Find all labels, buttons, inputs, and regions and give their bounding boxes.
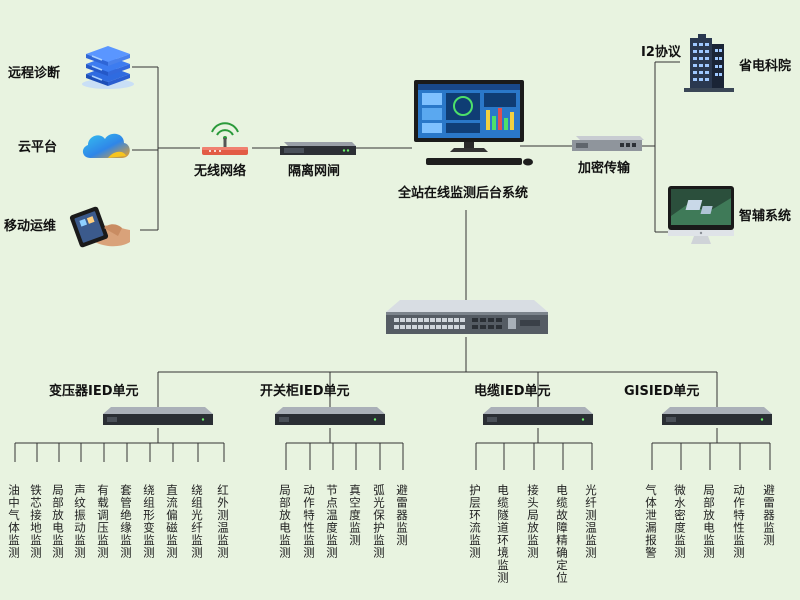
monitor-item: 套管绝缘监测 (119, 484, 133, 559)
monitor-item: 电缆隧道环境监测 (496, 484, 510, 584)
monitor-item: 电缆故障精确定位 (555, 484, 569, 584)
monitor-item: 有载调压监测 (96, 484, 110, 559)
isolation-gateway-icon (280, 140, 356, 156)
imac-display-icon (668, 186, 734, 246)
ied-device-icon (483, 405, 593, 427)
monitor-item: 动作特性监测 (732, 484, 746, 559)
monitor-item: 局部放电监测 (51, 484, 65, 559)
service-label-remote-diagnosis: 远程诊断 (8, 66, 61, 81)
service-label-mobile-ops: 移动运维 (4, 219, 57, 234)
service-label-cloud-platform: 云平台 (18, 140, 58, 155)
ied-unit-label-transformer: 变压器IED单元 (49, 384, 139, 399)
wireless-network-label: 无线网络 (194, 164, 247, 179)
monitor-item: 局部放电监测 (278, 484, 292, 559)
cloud-icon (80, 128, 132, 162)
monitor-item: 动作特性监测 (302, 484, 316, 559)
ied-unit-label-cable: 电缆IED单元 (474, 384, 551, 399)
monitor-item: 红外测温监测 (216, 484, 230, 559)
wireless-router-icon (198, 116, 252, 158)
network-switch-icon (384, 298, 550, 338)
monitor-item: 护层环流监测 (468, 484, 482, 559)
monitor-item: 铁芯接地监测 (29, 484, 43, 559)
monitor-item: 微水密度监测 (673, 484, 687, 559)
backend-system-label: 全站在线监测后台系统 (398, 186, 529, 201)
i2-protocol-label: I2协议 (641, 45, 681, 60)
monitor-item: 直流偏磁监测 (165, 484, 179, 559)
monitor-item: 声纹振动监测 (73, 484, 87, 559)
monitor-item: 接头局放监测 (526, 484, 540, 559)
monitor-item: 节点温度监测 (325, 484, 339, 559)
provincial-institute-label: 省电科院 (739, 59, 792, 74)
monitor-item: 光纤测温监测 (584, 484, 598, 559)
monitor-item: 真空度监测 (348, 484, 362, 547)
monitor-item: 局部放电监测 (702, 484, 716, 559)
ied-device-icon (103, 405, 213, 427)
server-stack-icon (80, 44, 136, 90)
encryption-transmission-label: 加密传输 (578, 161, 631, 176)
monitor-item: 绕组光纤监测 (190, 484, 204, 559)
smart-aux-system-label: 智辅系统 (739, 209, 792, 224)
monitor-item: 避雷器监测 (762, 484, 776, 547)
encryption-device-icon (572, 134, 644, 154)
isolation-gateway-label: 隔离网闸 (288, 164, 341, 179)
ied-unit-label-switchgear: 开关柜IED单元 (260, 384, 350, 399)
monitor-item: 弧光保护监测 (372, 484, 386, 559)
monitor-item: 气体泄漏报警 (644, 484, 658, 559)
office-building-icon (684, 34, 734, 92)
monitor-item: 避雷器监测 (395, 484, 409, 547)
workstation-monitor-icon (410, 78, 536, 174)
ied-device-icon (275, 405, 385, 427)
monitor-item: 油中气体监测 (7, 484, 21, 559)
ied-unit-label-gis: GISIED单元 (624, 384, 700, 399)
smartphone-hand-icon (68, 206, 134, 250)
monitor-item: 绕组形变监测 (142, 484, 156, 559)
ied-device-icon (662, 405, 772, 427)
